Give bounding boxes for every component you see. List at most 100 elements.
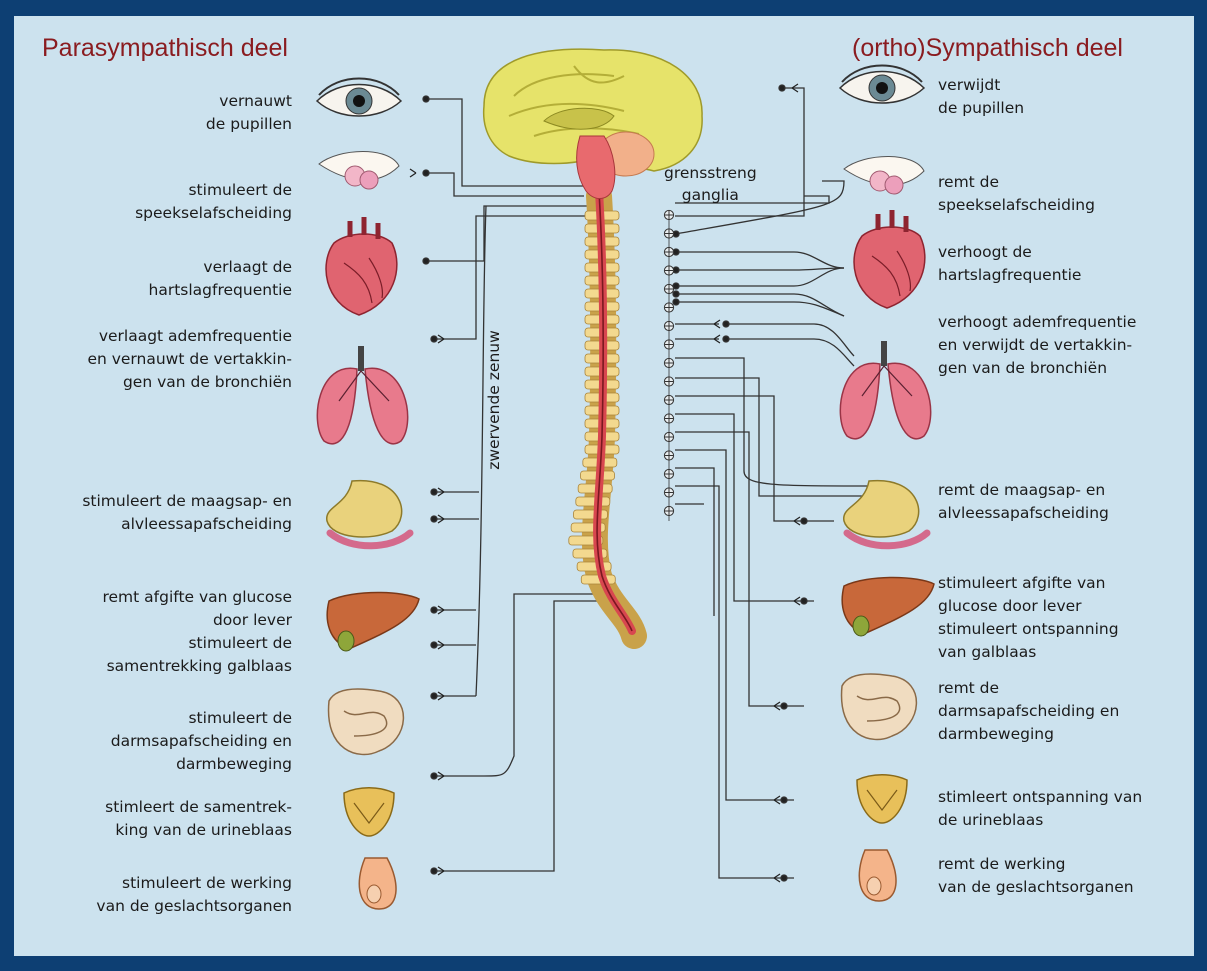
left-lung bbox=[317, 368, 357, 444]
nerve-line bbox=[434, 216, 604, 339]
nerve-line bbox=[675, 294, 844, 316]
left-label-eye: vernauwt de pupillen bbox=[206, 90, 292, 136]
gland-lobe bbox=[360, 171, 378, 189]
synapse-dot bbox=[423, 170, 429, 176]
eye-icon bbox=[840, 66, 924, 104]
bladder-body bbox=[857, 775, 907, 823]
bladder-body bbox=[344, 788, 394, 836]
right-label-liver: stimuleert afgifte van glucose door leve… bbox=[938, 572, 1119, 664]
right-label-genitals: remt de werking van de geslachtsorganen bbox=[938, 853, 1134, 899]
left-label-liver: remt afgifte van glucose door lever stim… bbox=[102, 586, 292, 678]
pupil bbox=[876, 82, 888, 94]
right-label-stomach: remt de maagsap- en alvleessapafscheidin… bbox=[938, 479, 1109, 525]
genitals-icon bbox=[359, 858, 396, 909]
synapse-dot bbox=[781, 703, 787, 709]
right-lung bbox=[888, 363, 931, 439]
synapse-dot bbox=[431, 868, 437, 874]
right-label-intestine: remt de darmsapafscheiding en darmbewegi… bbox=[938, 677, 1119, 746]
right-label-heart: verhoogt de hartslagfrequentie bbox=[938, 241, 1081, 287]
diagram-panel: Parasympathisch deel (ortho)Sympathisch … bbox=[14, 16, 1194, 956]
bladder-icon bbox=[344, 788, 394, 836]
heart-icon bbox=[326, 217, 397, 315]
pupil bbox=[353, 95, 365, 107]
intestine-body bbox=[842, 674, 917, 739]
genital-detail bbox=[867, 877, 881, 895]
synapse-dot bbox=[431, 336, 437, 342]
left-label-stomach: stimuleert de maagsap- en alvleessapafsc… bbox=[82, 490, 292, 536]
synapse-dot bbox=[781, 797, 787, 803]
nerve-line bbox=[675, 302, 844, 316]
left-label-lungs: verlaagt ademfrequentie en vernauwt de v… bbox=[87, 325, 292, 394]
synapse-dot bbox=[801, 518, 807, 524]
nerve-line bbox=[729, 324, 854, 356]
nerve-line bbox=[426, 173, 584, 196]
vertebra bbox=[573, 510, 607, 519]
eye-icon bbox=[317, 79, 401, 117]
left-label-heart: verlaagt de hartslagfrequentie bbox=[149, 256, 292, 302]
title-parasympathetic: Parasympathisch deel bbox=[42, 34, 288, 63]
intestine-icon bbox=[329, 689, 404, 754]
synapse-dot bbox=[431, 642, 437, 648]
synapse-dot bbox=[801, 598, 807, 604]
left-label-salivary: stimuleert de speekselafscheiding bbox=[135, 179, 292, 225]
lungs-icon bbox=[317, 346, 407, 444]
bladder-icon bbox=[857, 775, 907, 823]
title-sympathetic: (ortho)Sympathisch deel bbox=[852, 34, 1123, 63]
intestine-body bbox=[329, 689, 404, 754]
nerve-line bbox=[426, 206, 604, 261]
intestine-icon bbox=[842, 674, 917, 739]
liver-icon bbox=[327, 593, 419, 652]
vertebra bbox=[577, 562, 611, 571]
synapse-dot bbox=[723, 321, 729, 327]
stomach-icon bbox=[844, 481, 927, 546]
heart-body bbox=[326, 234, 397, 315]
synapse-dot bbox=[423, 258, 429, 264]
nerve-connections bbox=[380, 84, 884, 882]
ganglia-label: grensstreng ganglia bbox=[664, 162, 757, 206]
left-label-genitals: stimuleert de werking van de geslachtsor… bbox=[96, 872, 292, 918]
heart-icon bbox=[854, 210, 925, 308]
spinal-column bbox=[569, 191, 634, 636]
synapse-dot bbox=[431, 607, 437, 613]
gallbladder bbox=[853, 616, 869, 636]
nerve-line bbox=[675, 268, 844, 286]
right-label-bladder: stimleert ontspanning van de urineblaas bbox=[938, 786, 1142, 832]
nerve-line bbox=[675, 252, 844, 268]
gland-lobe bbox=[885, 176, 903, 194]
synapse-dot bbox=[779, 85, 785, 91]
synapse-dot bbox=[431, 516, 437, 522]
right-label-eye: verwijdt de pupillen bbox=[938, 74, 1024, 120]
vertebra bbox=[576, 497, 610, 506]
salivary-gland-icon bbox=[844, 157, 924, 195]
genitals-icon bbox=[859, 850, 896, 901]
synapse-dot bbox=[673, 299, 679, 305]
nerve-line bbox=[675, 268, 844, 270]
gallbladder bbox=[338, 631, 354, 651]
genital-detail bbox=[367, 885, 381, 903]
liver-icon bbox=[842, 578, 934, 637]
right-label-salivary: remt de speekselafscheiding bbox=[938, 171, 1095, 217]
synapse-dot bbox=[423, 96, 429, 102]
sympathetic-organs bbox=[840, 66, 934, 902]
sympathetic-ganglion-chain bbox=[664, 210, 673, 521]
nerve-line bbox=[729, 339, 854, 366]
brainstem bbox=[577, 136, 615, 199]
nerve-line bbox=[675, 468, 714, 616]
synapse-dot bbox=[673, 291, 679, 297]
left-label-bladder: stimleert de samentrek- king van de urin… bbox=[105, 796, 292, 842]
synapse-dot bbox=[431, 693, 437, 699]
synapse-dot bbox=[781, 875, 787, 881]
nerve-line bbox=[675, 432, 804, 706]
salivary-gland-icon bbox=[319, 152, 399, 190]
right-label-lungs: verhoogt ademfrequentie en verwijdt de v… bbox=[938, 311, 1136, 380]
stomach-icon bbox=[327, 481, 410, 546]
stomach-body bbox=[844, 481, 919, 537]
nerve-line bbox=[675, 396, 834, 521]
left-label-intestine: stimuleert de darmsapafscheiding en darm… bbox=[111, 707, 292, 776]
right-lung bbox=[365, 368, 408, 444]
synapse-dot bbox=[723, 336, 729, 342]
nerve-line bbox=[434, 601, 614, 871]
vagus-nerve-label: zwervende zenuw bbox=[485, 330, 503, 470]
synapse-dot bbox=[431, 773, 437, 779]
